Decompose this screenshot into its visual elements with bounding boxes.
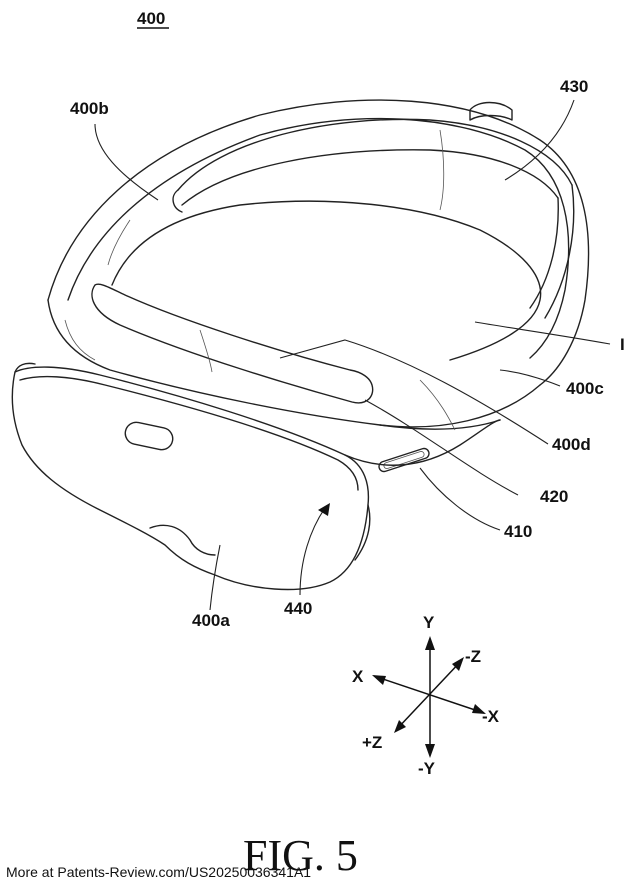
axis-label-neg-z: -Z: [465, 647, 481, 666]
label-410: 410: [504, 522, 532, 541]
label-400c: 400c: [566, 379, 604, 398]
face-plate-outer: [11, 366, 370, 591]
leader-I: [474, 321, 611, 345]
front-padding: [91, 283, 374, 404]
rear-strap-outer: [177, 118, 573, 191]
headband-outer-rim: [47, 99, 590, 386]
shading-1: [64, 319, 96, 361]
coordinate-axes: [372, 636, 486, 758]
label-420: 420: [540, 487, 568, 506]
leader-400d: [279, 339, 549, 445]
leader-440: [299, 507, 326, 596]
rear-strap-inner: [181, 149, 559, 206]
leader-400c: [499, 369, 561, 387]
axis-y-neg-arrow: [425, 744, 435, 758]
leader-400a: [209, 544, 221, 611]
rear-strap-end-left: [172, 189, 183, 213]
rear-strap-right-side: [529, 197, 559, 309]
side-button-inner: [383, 451, 425, 469]
shading-3: [419, 379, 456, 431]
leader-440-arrowhead: [318, 503, 330, 516]
axis-z-line: [395, 659, 463, 731]
label-I: I: [620, 335, 625, 354]
shading-4: [439, 129, 445, 211]
label-400d: 400d: [552, 435, 591, 454]
leader-410: [419, 467, 501, 531]
side-body-contour: [344, 419, 501, 466]
label-430: 430: [560, 77, 588, 96]
axis-label-y: Y: [423, 613, 435, 632]
leader-430: [504, 99, 575, 181]
axis-x-pos-arrow: [372, 675, 386, 685]
axis-label-neg-y: -Y: [418, 759, 436, 778]
label-400b: 400b: [70, 99, 109, 118]
nose-cutout: [149, 524, 216, 556]
label-440: 440: [284, 599, 312, 618]
axis-z-neg-arrow: [452, 657, 464, 671]
axis-label-neg-x: -X: [482, 707, 500, 726]
headband-inner-cavity: [111, 200, 542, 361]
front-body-top: [47, 299, 541, 428]
leader-400b: [94, 123, 159, 201]
face-plate-rim: [14, 362, 36, 373]
label-400a: 400a: [192, 611, 230, 630]
leader-lines: [94, 99, 611, 611]
shading-5: [107, 219, 131, 266]
axis-z-pos-arrow: [394, 720, 406, 733]
side-body-bottom: [354, 504, 371, 561]
rear-strap-right-side-outer: [544, 184, 575, 319]
shading-2: [199, 329, 213, 373]
figure-caption: FIG. 5: [243, 831, 358, 880]
rear-dial: [469, 101, 513, 121]
axis-label-x: X: [352, 667, 364, 686]
headband-inner-rim: [67, 117, 570, 359]
side-button: [378, 447, 430, 473]
front-sensor-window: [124, 421, 174, 451]
front-body-lower: [379, 419, 501, 430]
footer-link[interactable]: More at Patents-Review.com/US20250036341…: [6, 864, 311, 880]
face-plate-inner-edge: [19, 375, 359, 491]
axis-y-pos-arrow: [425, 636, 435, 650]
axis-label-pos-z: +Z: [362, 733, 382, 752]
axis-x-neg-arrow: [472, 704, 486, 714]
leader-420: [364, 399, 519, 496]
figure-number: 400: [137, 9, 165, 28]
hmd-device: [11, 99, 590, 591]
